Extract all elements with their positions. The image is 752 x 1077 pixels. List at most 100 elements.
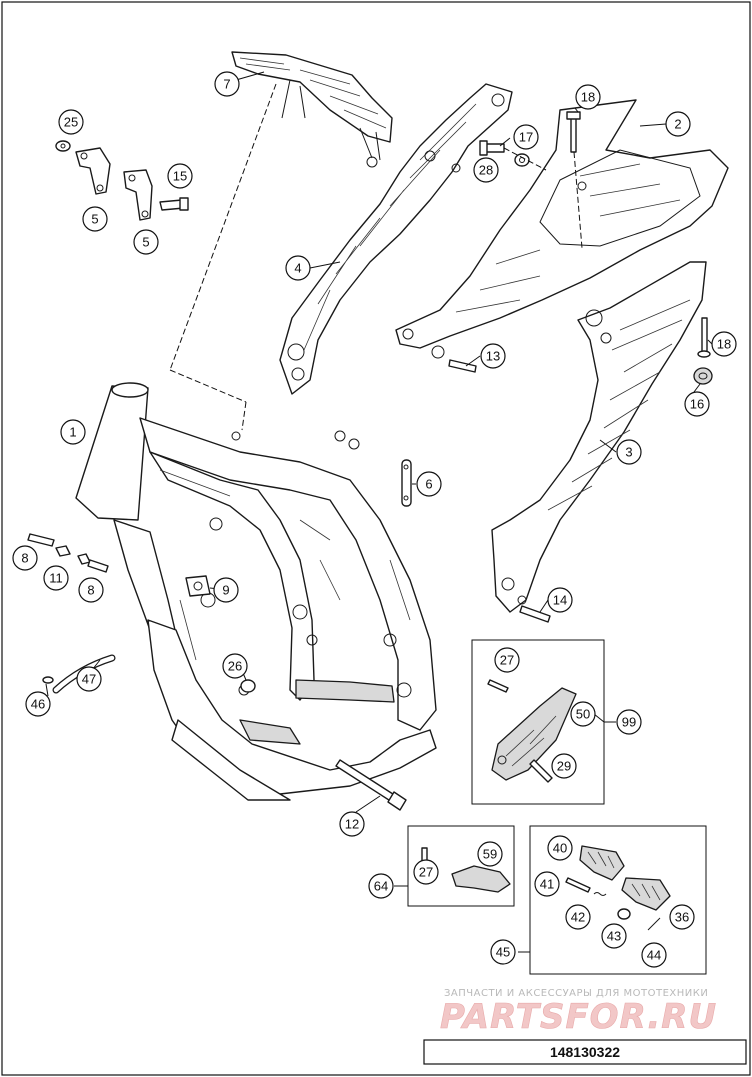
watermark-logo: PARTSFOR.RU <box>440 997 717 1037</box>
callout-40: 40 <box>547 835 573 861</box>
part-3-subframe-lower <box>491 261 707 613</box>
callout-42-label: 42 <box>571 910 585 925</box>
part-16-grommet <box>693 367 713 385</box>
callout-27b: 27 <box>413 859 439 885</box>
group-64-box <box>407 825 515 907</box>
callout-8b-label: 8 <box>87 583 94 598</box>
callout-18b-label: 18 <box>717 337 731 352</box>
part-25-nut <box>55 140 71 152</box>
part-11-nut <box>55 545 71 557</box>
callout-28: 28 <box>473 157 499 183</box>
part-2-subframe-upper <box>395 99 729 359</box>
callout-41: 41 <box>534 871 560 897</box>
callout-8a-label: 8 <box>21 551 28 566</box>
callout-29-label: 29 <box>557 759 571 774</box>
callout-47-label: 47 <box>82 672 96 687</box>
part-46-clip <box>42 676 54 684</box>
part-44-cotter-pin <box>647 917 661 931</box>
callout-12-label: 12 <box>345 817 359 832</box>
callout-64-label: 64 <box>374 879 388 894</box>
callout-2: 2 <box>665 111 691 137</box>
part-17-bushing <box>514 153 530 167</box>
part-29-bolt-group99 <box>529 759 553 783</box>
callout-99: 99 <box>616 709 642 735</box>
callout-25-label: 25 <box>64 115 78 130</box>
callout-50: 50 <box>570 701 596 727</box>
part-59-guard <box>451 865 511 893</box>
callout-16-label: 16 <box>690 397 704 412</box>
callout-26-label: 26 <box>228 659 242 674</box>
group-45-box <box>529 825 707 975</box>
part-4-subframe-left <box>279 83 513 395</box>
callout-40-label: 40 <box>553 841 567 856</box>
part-42-spring <box>593 892 607 896</box>
callout-36: 36 <box>669 904 695 930</box>
callout-15: 15 <box>167 163 193 189</box>
callout-18b: 18 <box>711 331 737 357</box>
callout-45: 45 <box>490 939 516 965</box>
callout-13-label: 13 <box>486 349 500 364</box>
callout-7: 7 <box>214 71 240 97</box>
callout-43-label: 43 <box>607 929 621 944</box>
part-6-strap <box>401 459 412 507</box>
part-41-pin <box>565 877 591 893</box>
callout-25: 25 <box>58 109 84 135</box>
callout-12: 12 <box>339 811 365 837</box>
part-43-washer <box>617 908 631 920</box>
callout-1: 1 <box>60 419 86 445</box>
callout-44-label: 44 <box>647 948 661 963</box>
callout-15-label: 15 <box>173 169 187 184</box>
drawing-number-box <box>423 1039 747 1065</box>
callout-64: 64 <box>368 873 394 899</box>
drawing-number: 148130322 <box>550 1044 620 1060</box>
callout-27a: 27 <box>494 647 520 673</box>
part-15-bolt <box>159 197 189 211</box>
callout-9-label: 9 <box>222 583 229 598</box>
callout-11-label: 11 <box>49 571 63 586</box>
callout-9: 9 <box>213 577 239 603</box>
part-18-bolt-top <box>566 111 581 153</box>
callout-50-label: 50 <box>576 707 590 722</box>
callout-99-label: 99 <box>622 715 636 730</box>
part-8-bolt-a <box>27 533 55 547</box>
callout-3-label: 3 <box>625 445 632 460</box>
callout-5b-label: 5 <box>142 235 149 250</box>
callout-18a-label: 18 <box>581 90 595 105</box>
callout-26: 26 <box>222 653 248 679</box>
part-50-chain-guide <box>491 687 577 781</box>
callout-41-label: 41 <box>540 877 554 892</box>
part-27-screw-group99 <box>487 679 509 693</box>
part-12-long-bolt <box>335 759 407 811</box>
callout-5a-label: 5 <box>91 212 98 227</box>
callout-2-label: 2 <box>674 117 681 132</box>
callout-17-label: 17 <box>519 130 533 145</box>
callout-36-label: 36 <box>675 910 689 925</box>
callout-14: 14 <box>547 587 573 613</box>
callout-27a-label: 27 <box>500 653 514 668</box>
callout-13: 13 <box>480 343 506 369</box>
part-13-bolt <box>448 359 477 373</box>
part-8-bolt-b <box>77 553 109 573</box>
callout-4-label: 4 <box>294 261 301 276</box>
callout-5b: 5 <box>133 229 159 255</box>
callout-29: 29 <box>551 753 577 779</box>
callout-46: 46 <box>25 691 51 717</box>
callout-46-label: 46 <box>31 697 45 712</box>
part-5-bracket-b <box>123 169 153 221</box>
callout-1-label: 1 <box>69 425 76 440</box>
callout-14-label: 14 <box>553 593 567 608</box>
callout-8a: 8 <box>12 545 38 571</box>
callout-7-label: 7 <box>223 77 230 92</box>
callout-27b-label: 27 <box>419 865 433 880</box>
callout-59: 59 <box>477 841 503 867</box>
callout-45-label: 45 <box>496 945 510 960</box>
part-1-main-frame <box>75 382 437 801</box>
callout-43: 43 <box>601 923 627 949</box>
part-40-footrest-left <box>579 845 625 881</box>
part-36-footrest-right <box>621 877 671 911</box>
callout-28-label: 28 <box>479 163 493 178</box>
callout-18a: 18 <box>575 84 601 110</box>
callout-4: 4 <box>285 255 311 281</box>
